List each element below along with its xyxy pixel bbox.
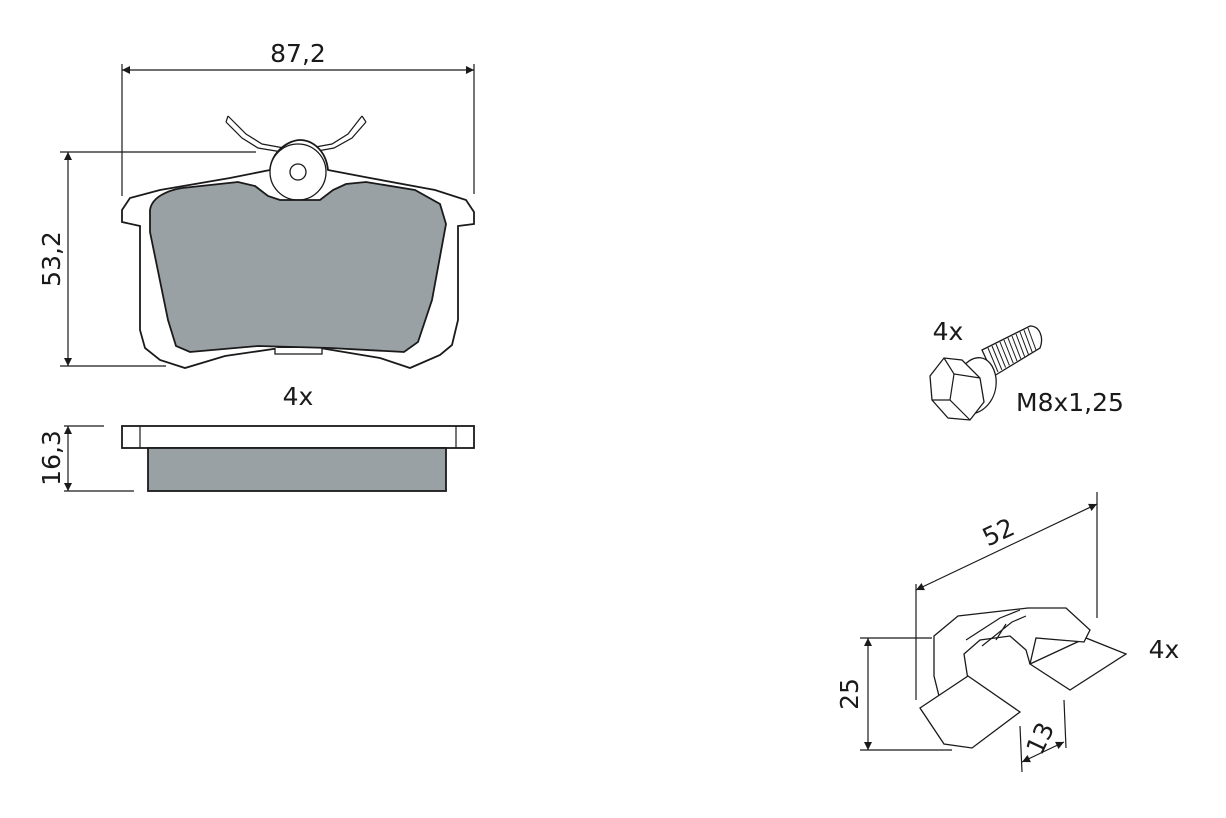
friction-material: [149, 181, 447, 353]
bolt-head: [929, 357, 985, 421]
mounting-eye-inner: [289, 163, 307, 181]
thread-line: [999, 341, 1010, 366]
thread-line: [1015, 333, 1026, 357]
clip-height-dimension: 25: [835, 678, 864, 710]
clip-left-tab: [919, 675, 1022, 749]
thread-line: [1003, 339, 1014, 364]
bolt-thread-label: M8x1,25: [1016, 388, 1124, 417]
pad-width-dimension: 87,2: [270, 39, 326, 68]
brake-pad-front-view: [60, 64, 475, 369]
bolt-drawing: [929, 325, 1043, 421]
bolt-quantity-label: 4x: [933, 317, 964, 346]
pad-quantity-label: 4x: [283, 382, 314, 411]
thread-line: [1023, 329, 1033, 353]
brake-pad-side-view: [64, 425, 475, 492]
wear-indicator-tab: [274, 348, 323, 355]
clip-width-dimension: 13: [1020, 718, 1060, 759]
pad-thickness-dimension: 16,3: [37, 430, 66, 486]
clip-right-tab: [1028, 637, 1128, 691]
thread-lines: [987, 327, 1037, 373]
clip-quantity-label: 4x: [1149, 635, 1180, 664]
side-friction-material: [147, 447, 447, 492]
thread-line: [987, 347, 999, 373]
retaining-spring: [225, 115, 367, 153]
thread-line: [1019, 331, 1029, 355]
clip-length-dimension: 52: [978, 512, 1019, 552]
thread-line: [1027, 327, 1037, 351]
thread-line: [991, 345, 1003, 370]
thread-line: [1011, 335, 1022, 359]
thread-line: [1007, 337, 1018, 362]
anti-rattle-clip: [860, 492, 1128, 773]
thread-line: [995, 343, 1007, 368]
side-backing-plate: [121, 425, 475, 449]
pad-height-dimension: 53,2: [37, 231, 66, 287]
